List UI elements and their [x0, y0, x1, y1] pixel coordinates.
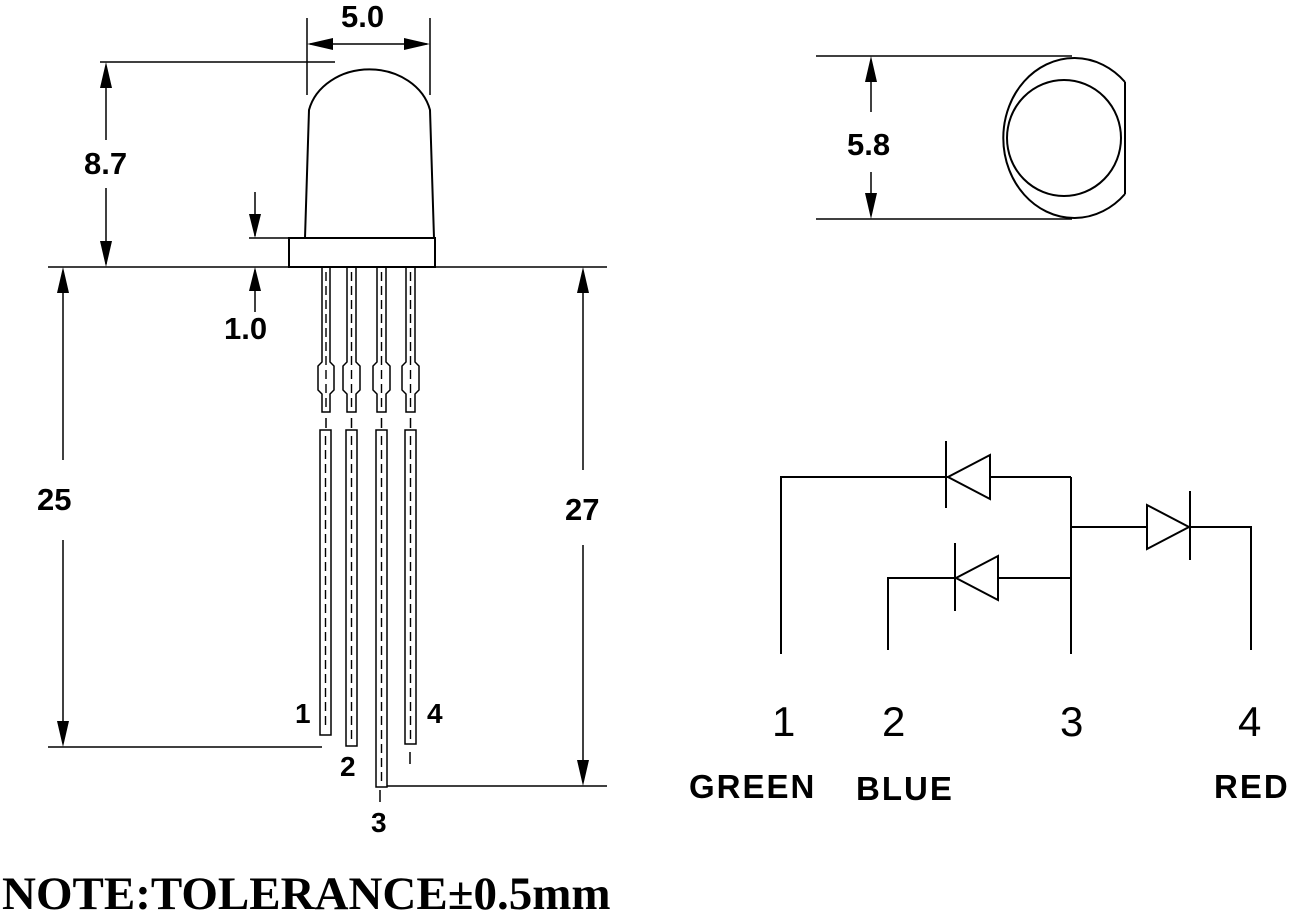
dimension-long-lead: 27	[387, 267, 607, 787]
lead-1	[317, 267, 335, 736]
lead-4	[401, 267, 420, 764]
dimension-total-height: 8.7	[48, 61, 607, 268]
led-flange	[288, 237, 436, 268]
dimension-short-lead: 25	[37, 267, 322, 748]
dimension-lens-width: 5.0	[306, 0, 431, 95]
schematic-pin-1: 1	[772, 698, 795, 745]
schematic-pin-2: 2	[882, 698, 905, 745]
dim-long-lead-label: 27	[565, 492, 599, 527]
lead-label-1: 1	[295, 698, 311, 729]
dim-height-label: 8.7	[84, 146, 127, 181]
diode-green	[945, 441, 991, 508]
lead-label-3: 3	[371, 807, 387, 838]
dim-flange-diameter-label: 5.8	[847, 127, 890, 162]
flange-outline	[1002, 57, 1126, 219]
diode-blue	[953, 543, 999, 611]
led-side-view: 1 2 3 4	[288, 68, 443, 838]
lead-label-4: 4	[427, 698, 443, 729]
schematic: 1 2 3 4 GREEN BLUE RED	[689, 441, 1290, 807]
lead-2	[342, 267, 361, 747]
schematic-pin-4: 4	[1238, 698, 1261, 745]
dim-lens-width-label: 5.0	[341, 0, 384, 34]
lens-outline	[1006, 79, 1122, 197]
led-top-view: 5.8	[816, 55, 1126, 220]
lead-3	[372, 267, 391, 802]
lead-label-2: 2	[340, 751, 356, 782]
led-lens-outline	[304, 68, 435, 239]
schematic-pin-3: 3	[1060, 698, 1083, 745]
dim-short-lead-label: 25	[37, 482, 71, 517]
color-label-green: GREEN	[689, 768, 816, 805]
dim-flange-thickness-label: 1.0	[224, 311, 267, 346]
dimension-flange-thickness: 1.0	[224, 192, 289, 346]
diode-red	[1146, 491, 1192, 560]
color-label-red: RED	[1214, 768, 1290, 805]
tolerance-note: NOTE:TOLERANCE±0.5mm	[2, 868, 611, 920]
color-label-blue: BLUE	[856, 770, 954, 807]
